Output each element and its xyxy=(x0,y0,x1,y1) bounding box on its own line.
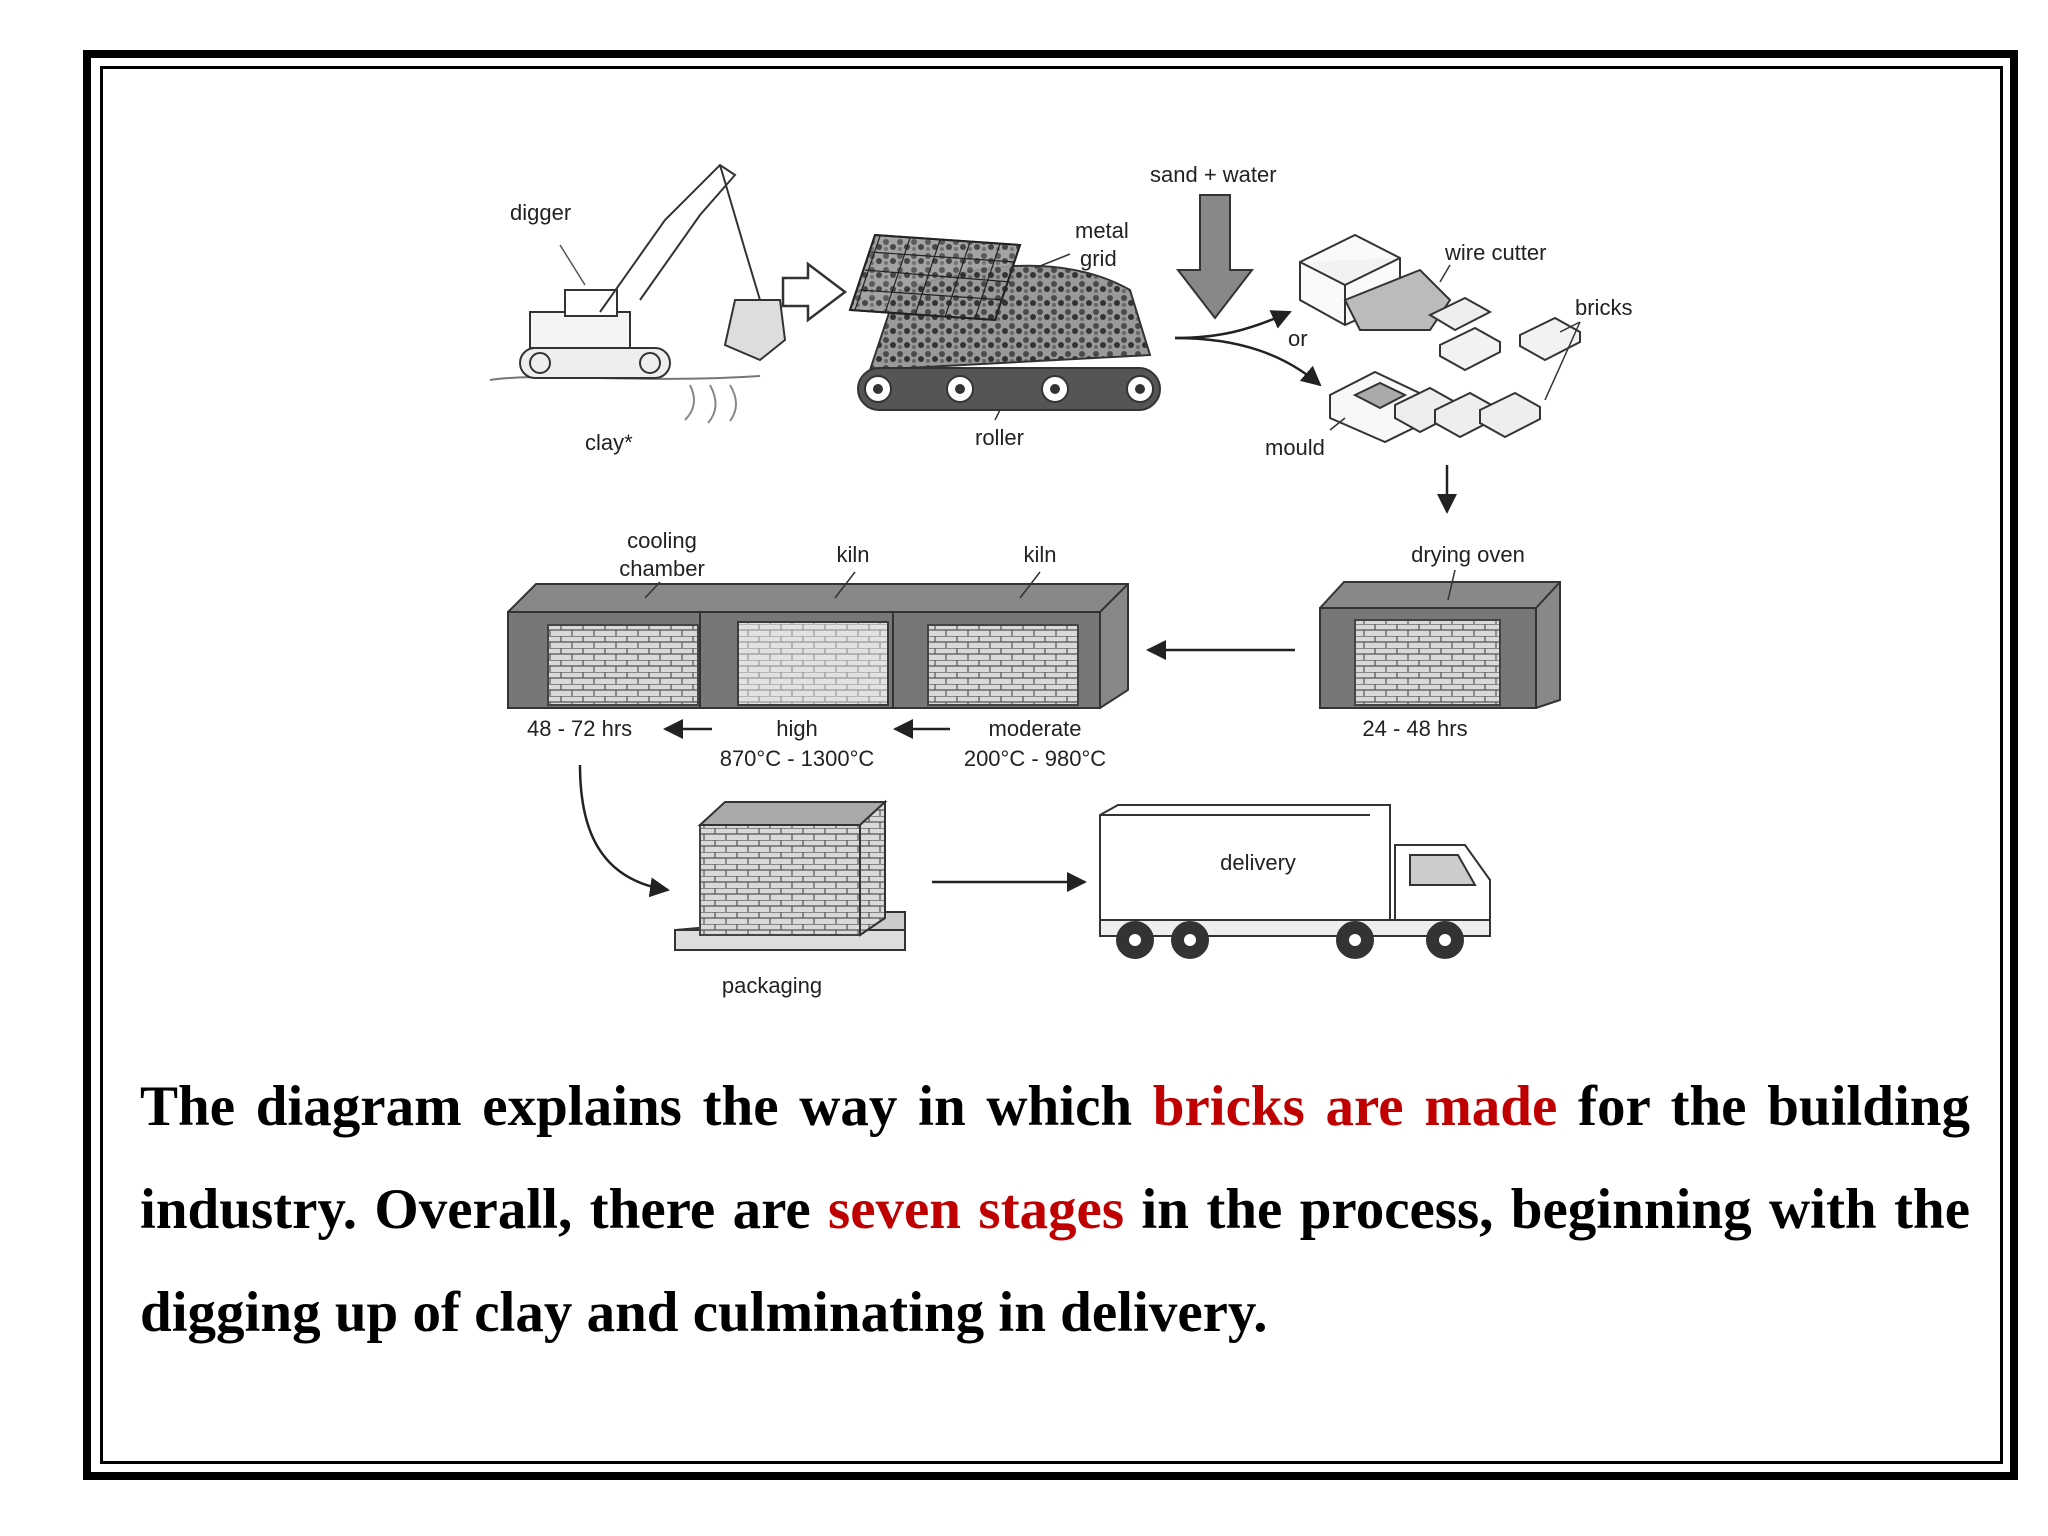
label-cool-time: 48 - 72 hrs xyxy=(527,716,632,741)
label-metal: metal xyxy=(1075,218,1129,243)
caption-text-2: for the building industry. Overall, ther… xyxy=(140,1075,1971,1241)
caption-highlight-stages: seven stages xyxy=(828,1178,1125,1241)
arrow-to-packaging xyxy=(578,764,670,898)
caption-highlight-bricks: bricks are made xyxy=(1152,1075,1558,1138)
label-packaging: packaging xyxy=(722,973,822,998)
label-sand-water: sand + water xyxy=(1150,162,1277,187)
drying-oven-illustration xyxy=(1319,581,1561,709)
label-or: or xyxy=(1288,326,1308,351)
label-kiln-moderate: kiln xyxy=(1023,542,1056,567)
label-kiln-high: kiln xyxy=(836,542,869,567)
label-clay: clay* xyxy=(585,430,633,455)
label-delivery: delivery xyxy=(1220,850,1296,875)
label-moderate: moderate xyxy=(989,716,1082,741)
label-grid: grid xyxy=(1080,246,1117,271)
delivery-truck-illustration xyxy=(1099,804,1491,959)
label-digger: digger xyxy=(510,200,571,225)
label-moderate-temp: 200°C - 980°C xyxy=(964,746,1106,771)
stage-arrow-1 xyxy=(781,261,848,323)
label-dry-time: 24 - 48 hrs xyxy=(1362,716,1467,741)
label-wire-cutter: wire cutter xyxy=(1444,240,1546,265)
label-mould: mould xyxy=(1265,435,1325,460)
digger-illustration xyxy=(489,163,787,424)
label-roller: roller xyxy=(975,425,1024,450)
split-arrow-down xyxy=(1174,336,1322,387)
mould-illustration xyxy=(1329,370,1541,444)
wire-cutter-illustration xyxy=(1299,233,1581,372)
roller-illustration xyxy=(848,233,1161,421)
label-bricks: bricks xyxy=(1575,295,1632,320)
label-high-temp: 870°C - 1300°C xyxy=(720,746,875,771)
caption-text-1: The diagram explains the way in which xyxy=(140,1075,1153,1138)
label-high: high xyxy=(776,716,818,741)
kiln-illustration xyxy=(507,583,1129,709)
label-chamber: chamber xyxy=(619,556,705,581)
label-cooling: cooling xyxy=(627,528,697,553)
caption-text-3: in the process, beginning with the diggi… xyxy=(140,1178,1970,1344)
split-arrow-up xyxy=(1174,310,1292,340)
caption-paragraph: The diagram explains the way in which br… xyxy=(140,1055,1970,1364)
packaging-illustration xyxy=(674,799,906,951)
sand-water-arrow xyxy=(1175,194,1255,320)
brick-process-diagram: digger clay* metal grid roller sand + wa… xyxy=(489,162,1632,998)
inner-border xyxy=(100,66,2003,1464)
label-drying-oven: drying oven xyxy=(1411,542,1525,567)
